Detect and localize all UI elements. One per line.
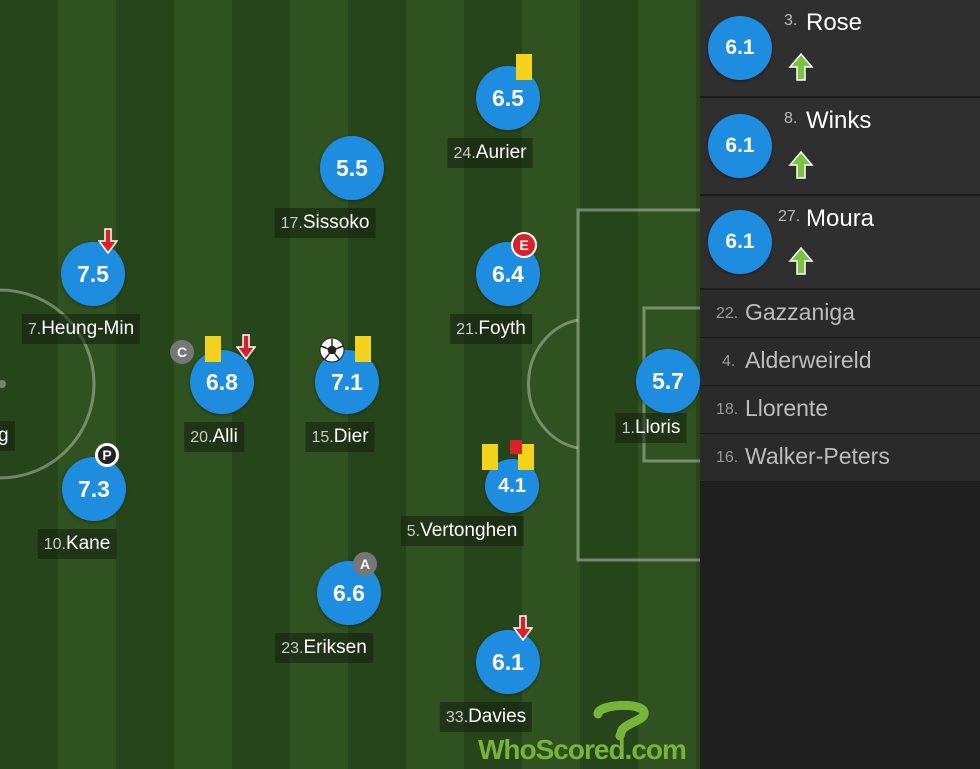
player-name: Moura bbox=[806, 205, 875, 232]
shirt-number: 21. bbox=[456, 321, 479, 338]
yellow-card-icon bbox=[355, 336, 371, 362]
player-nameplate: 17.Sissoko bbox=[274, 208, 376, 238]
sub-on-icon bbox=[788, 52, 814, 81]
shirt-number: 1. bbox=[621, 420, 635, 437]
yellow-card-icon bbox=[516, 54, 532, 80]
unused-substitute-llorente[interactable]: 18. Llorente bbox=[700, 386, 980, 434]
player-rating: 6.1 bbox=[708, 210, 772, 274]
player-rating: 5.5 bbox=[320, 136, 384, 200]
sub-off-icon bbox=[236, 334, 256, 360]
player-nameplate: 21.Foyth bbox=[450, 314, 532, 344]
player-name: Sissoko bbox=[302, 212, 370, 233]
substitute-rose[interactable]: 6.1 3. Rose bbox=[700, 0, 980, 98]
shirt-number: 8. bbox=[784, 110, 798, 127]
shirt-number: 15. bbox=[311, 429, 334, 446]
sub-on-icon bbox=[788, 246, 814, 275]
question-mark-logo-icon bbox=[593, 700, 649, 741]
player-name: Walker-Peters bbox=[745, 443, 890, 469]
player-name: Dier bbox=[333, 426, 369, 447]
shirt-number: 17. bbox=[280, 215, 303, 232]
player-nameplate: 5.Vertonghen bbox=[400, 516, 524, 546]
error-badge-icon: E bbox=[511, 232, 537, 258]
whoscored-watermark: WhoScored.com bbox=[475, 700, 695, 765]
player-name: Gazzaniga bbox=[745, 299, 855, 325]
shirt-number: 23. bbox=[281, 640, 304, 657]
player-rating: 6.8 bbox=[190, 350, 254, 414]
player-name: Heung-Min bbox=[41, 318, 135, 339]
substitute-winks[interactable]: 6.1 8. Winks bbox=[700, 98, 980, 196]
player-name: Foyth bbox=[478, 318, 526, 339]
player-nameplate: 7.Heung-Min bbox=[21, 314, 141, 344]
shirt-number: 24. bbox=[453, 145, 476, 162]
player-rating: 6.6 bbox=[317, 561, 381, 625]
player-rating: 6.5 bbox=[476, 66, 540, 130]
shirt-number: 27. bbox=[778, 208, 801, 225]
shirt-number: 22. bbox=[716, 305, 739, 322]
player-name: Rose bbox=[806, 9, 863, 36]
substitute-moura[interactable]: 6.1 27. Moura bbox=[700, 196, 980, 290]
unused-substitute-alderweireld[interactable]: 4. Alderweireld bbox=[700, 338, 980, 386]
player-nameplate: 23.Eriksen bbox=[275, 633, 373, 663]
red-card-icon bbox=[510, 440, 522, 454]
player-nameplate: 10.Kane bbox=[37, 529, 117, 559]
yellow-card-icon bbox=[482, 444, 498, 470]
shirt-number: 3. bbox=[784, 12, 798, 29]
player-name: Eriksen bbox=[303, 637, 367, 658]
player-name: Vertonghen bbox=[420, 520, 518, 541]
player-rating: 5.7 bbox=[636, 349, 700, 413]
sub-off-icon bbox=[98, 228, 118, 254]
player-rating: 6.1 bbox=[708, 114, 772, 178]
goal-ball-icon bbox=[319, 337, 345, 363]
shirt-number: 33. bbox=[445, 709, 469, 726]
shirt-number: 18. bbox=[716, 401, 739, 418]
player-name: Aurier bbox=[475, 142, 527, 163]
partial-player-name[interactable]: g bbox=[0, 421, 15, 451]
player-name: Llorente bbox=[745, 395, 829, 421]
player-name: Kane bbox=[65, 533, 111, 554]
shirt-number: 10. bbox=[43, 536, 66, 553]
player-nameplate: 20.Alli bbox=[184, 422, 244, 452]
watermark-text: WhoScored.com bbox=[478, 734, 687, 765]
player-nameplate: 33.Davies bbox=[439, 702, 533, 732]
player-name: Davies bbox=[468, 706, 527, 727]
player-name: Alderweireld bbox=[745, 347, 872, 373]
player-nameplate: 1.Lloris bbox=[615, 413, 687, 443]
player-rating: 7.3 bbox=[62, 457, 126, 521]
shirt-number: 7. bbox=[27, 321, 42, 338]
sub-off-icon bbox=[513, 615, 533, 641]
pitch: g 7.5 7.Heung-Min 7.3 P 10.Kane 6.8 C 20… bbox=[0, 0, 700, 769]
shirt-number: 4. bbox=[722, 353, 736, 370]
player-name: Winks bbox=[806, 107, 872, 134]
player-nameplate: 24.Aurier bbox=[447, 138, 533, 168]
shirt-number: 16. bbox=[716, 449, 739, 466]
unused-substitute-walker-peters[interactable]: 16. Walker-Peters bbox=[700, 434, 980, 482]
missed-penalty-icon: P bbox=[95, 443, 119, 467]
player-rating: 6.1 bbox=[708, 16, 772, 80]
svg-text:P: P bbox=[102, 447, 111, 463]
unused-substitute-gazzaniga[interactable]: 22. Gazzaniga bbox=[700, 290, 980, 338]
captain-badge-icon: C bbox=[170, 340, 194, 364]
shirt-number: 5. bbox=[406, 523, 421, 540]
substitutes-panel: 6.1 3. Rose 6.1 8. Winks 6.1 27. Moura 2… bbox=[700, 0, 980, 769]
shirt-number: 20. bbox=[190, 429, 213, 446]
yellow-card-icon bbox=[205, 336, 221, 362]
yellow-card-icon bbox=[518, 444, 534, 470]
player-nameplate: 15.Dier bbox=[305, 422, 375, 452]
player-rating: 7.5 bbox=[61, 242, 125, 306]
player-name: Lloris bbox=[634, 417, 681, 438]
assist-badge-icon: A bbox=[353, 552, 377, 576]
sub-on-icon bbox=[788, 150, 814, 179]
player-name: Alli bbox=[212, 426, 238, 447]
player-rating: 6.1 bbox=[476, 630, 540, 694]
